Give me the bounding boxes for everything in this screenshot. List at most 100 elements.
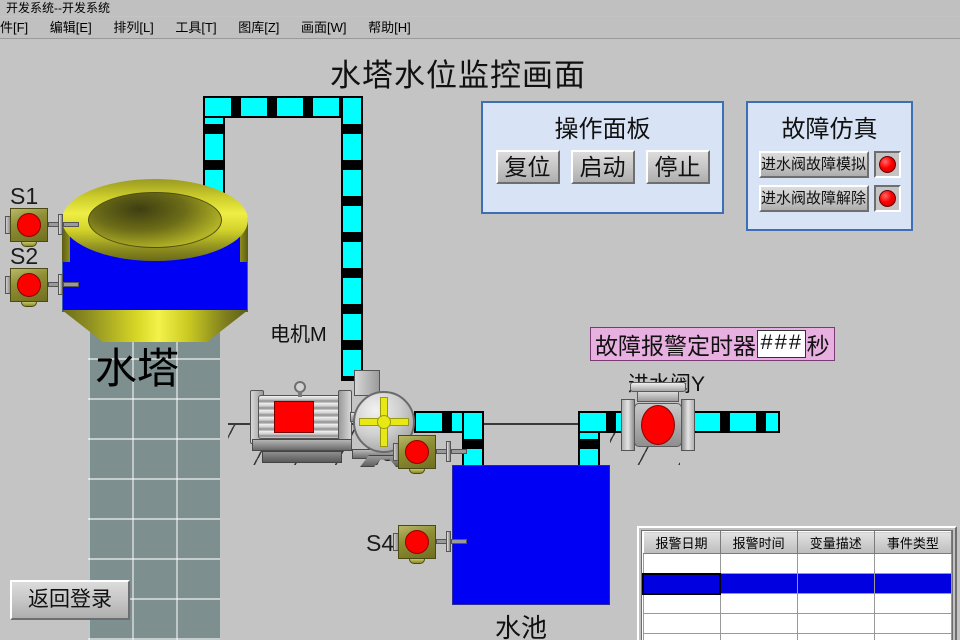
sensor-foot-icon [409,468,425,474]
page-title: 水塔水位监控画面 [330,58,586,93]
water-pool-label: 水池 [495,613,548,640]
simulate-inlet-valve-fault-button[interactable]: 进水阀故障模拟 [758,151,869,178]
reset-button[interactable]: 复位 [495,150,560,184]
window-title: 开发系统--开发系统 [6,1,110,15]
motor-base [252,439,352,451]
cell-variable [796,593,875,614]
pump-impeller [353,391,415,453]
alarm-table-header-row: 报警日期 报警时间 变量描述 事件类型 [642,531,952,554]
sensor-lamp-icon [405,530,429,554]
fault-alarm-timer-label: 故障报警定时器 [595,333,756,359]
inlet-valve-state-indicator[interactable] [641,405,675,445]
valve-handwheel [630,382,686,392]
menu-item-arrange[interactable]: 排列[L] [113,20,154,35]
sensor-disc [58,274,63,295]
sensor-label-s1: S1 [10,183,39,209]
operation-panel-buttons: 复位 启动 停止 [483,150,722,184]
cell-alarm-date [642,593,721,614]
fault-alarm-timer: 故障报警定时器 ### 秒 [590,327,835,361]
sensor-foot-icon [21,301,37,307]
sensor-disc [446,441,451,462]
water-tower-column [88,315,220,640]
cell-variable [796,613,875,634]
alarm-table-inner: 报警日期 报警时间 变量描述 事件类型 [641,530,953,640]
cell-event-type [873,593,952,614]
cell-variable [796,633,875,640]
sensor-foot-icon [409,558,425,564]
sensor-disc [58,214,63,235]
sensor-label-s4: S4 [366,530,395,556]
pipe-down-to-pump [341,96,363,381]
cell-event-type [873,633,952,640]
fault-simulate-row: 进水阀故障模拟 [748,151,911,178]
pipe-valve-outlet [692,411,780,433]
column-header-event-type[interactable]: 事件类型 [873,531,952,554]
water-pool [452,465,610,605]
water-tower-label: 水塔 [95,345,180,392]
sensor-lamp-icon [17,273,41,297]
motor-junction-stem [298,391,302,397]
clear-fault-lamp[interactable] [873,185,901,212]
simulate-fault-lamp[interactable] [873,151,901,178]
operation-panel-title: 操作面板 [554,116,651,143]
alarm-grid: 报警日期 报警时间 变量描述 事件类型 [642,531,952,640]
menu-item-file[interactable]: 件[F] [0,20,29,35]
valve-flange-right [681,399,695,451]
tank-rim-inner [88,192,222,248]
cell-alarm-time [719,593,798,614]
table-row[interactable] [642,572,952,595]
table-row[interactable] [642,593,952,614]
window-title-bar: 开发系统--开发系统 [0,0,960,16]
cell-event-type [873,553,952,574]
menu-item-screen[interactable]: 画面[W] [301,20,347,35]
clear-inlet-valve-fault-button[interactable]: 进水阀故障解除 [758,185,869,212]
return-to-login-button[interactable]: 返回登录 [10,580,130,620]
start-button[interactable]: 启动 [570,150,635,184]
sensor-rod [451,539,467,544]
sensor-rod [63,282,79,287]
tank-wall-right [240,218,248,262]
menu-item-help[interactable]: 帮助[H] [368,20,411,35]
operation-panel: 操作面板 复位 启动 停止 [481,101,724,214]
cell-alarm-time [719,573,798,594]
stop-button[interactable]: 停止 [645,150,710,184]
column-header-variable[interactable]: 变量描述 [796,531,875,554]
motor-foot [262,451,342,463]
sensor-disc [446,531,451,552]
hmi-canvas: 水塔水位监控画面 水塔 水池 [0,40,960,640]
table-row[interactable] [642,553,952,574]
fault-panel-title: 故障仿真 [781,116,878,143]
sensor-foot-icon [21,241,37,247]
sensor-rod [451,449,467,454]
cell-alarm-date [642,553,721,574]
cell-alarm-date [642,633,721,640]
column-header-alarm-time[interactable]: 报警时间 [719,531,798,554]
menu-item-library[interactable]: 图库[Z] [238,20,280,35]
sensor-lamp-icon [17,213,41,237]
cell-event-type [873,573,952,594]
cell-alarm-date [642,572,722,595]
cell-alarm-time [719,553,798,574]
water-tower-tank [62,179,248,312]
cell-alarm-time [719,633,798,640]
red-lamp-icon [878,156,896,173]
cell-variable [796,573,875,594]
impeller-hub [377,415,391,429]
cell-alarm-date [642,613,721,634]
alarm-table[interactable]: 报警日期 报警时间 变量描述 事件类型 [637,526,957,640]
menu-bar: 件[F] 编辑[E] 排列[L] 工具[T] 图库[Z] 画面[W] 帮助[H] [0,17,960,39]
menu-item-tools[interactable]: 工具[T] [175,20,217,35]
alarm-table-body [642,553,952,640]
sensor-lamp-icon [405,440,429,464]
column-header-alarm-date[interactable]: 报警日期 [642,531,721,554]
fault-alarm-timer-unit: 秒 [806,333,830,359]
cell-variable [796,553,875,574]
cell-alarm-time [719,613,798,634]
fault-alarm-timer-value[interactable]: ### [757,330,806,358]
table-row[interactable] [642,613,952,634]
cell-event-type [873,613,952,634]
menu-item-edit[interactable]: 编辑[E] [49,20,92,35]
table-row[interactable] [642,633,952,640]
tank-wall-left [62,218,70,262]
